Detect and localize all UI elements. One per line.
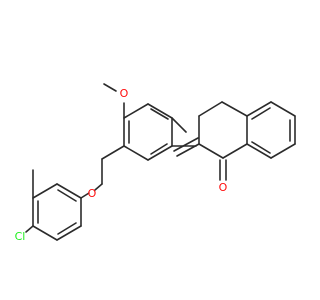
bond bbox=[176, 143, 200, 157]
bond bbox=[173, 137, 199, 152]
atom-o-ketone: O bbox=[219, 181, 228, 194]
bond bbox=[101, 145, 125, 160]
bond bbox=[57, 222, 77, 235]
bonds bbox=[25, 83, 296, 241]
bond bbox=[222, 143, 248, 159]
bond bbox=[270, 143, 296, 159]
bond bbox=[171, 117, 187, 133]
bond bbox=[80, 192, 90, 199]
bond bbox=[221, 101, 248, 117]
molecule-structure: O O Cl O bbox=[15, 83, 296, 243]
bond bbox=[147, 145, 173, 161]
bond bbox=[32, 225, 58, 241]
bond bbox=[56, 225, 82, 241]
bond bbox=[198, 101, 223, 117]
bond bbox=[56, 183, 82, 199]
bond bbox=[150, 108, 169, 120]
bond bbox=[246, 101, 272, 117]
bond bbox=[246, 143, 272, 159]
bond bbox=[198, 143, 224, 159]
atom-labels: O O Cl O bbox=[15, 87, 228, 243]
bond bbox=[150, 143, 168, 155]
bond bbox=[94, 183, 103, 191]
bond bbox=[32, 183, 58, 199]
bond bbox=[147, 103, 173, 119]
bond bbox=[123, 145, 149, 161]
atom-o-methoxy: O bbox=[120, 87, 129, 100]
atom-o-ether: O bbox=[88, 187, 97, 200]
bond bbox=[251, 107, 271, 120]
bond bbox=[123, 103, 149, 119]
bond bbox=[25, 225, 34, 233]
atom-cl: Cl bbox=[15, 230, 26, 243]
bond bbox=[57, 189, 77, 202]
bond bbox=[270, 101, 296, 117]
bond bbox=[251, 141, 271, 154]
bond bbox=[103, 83, 117, 92]
